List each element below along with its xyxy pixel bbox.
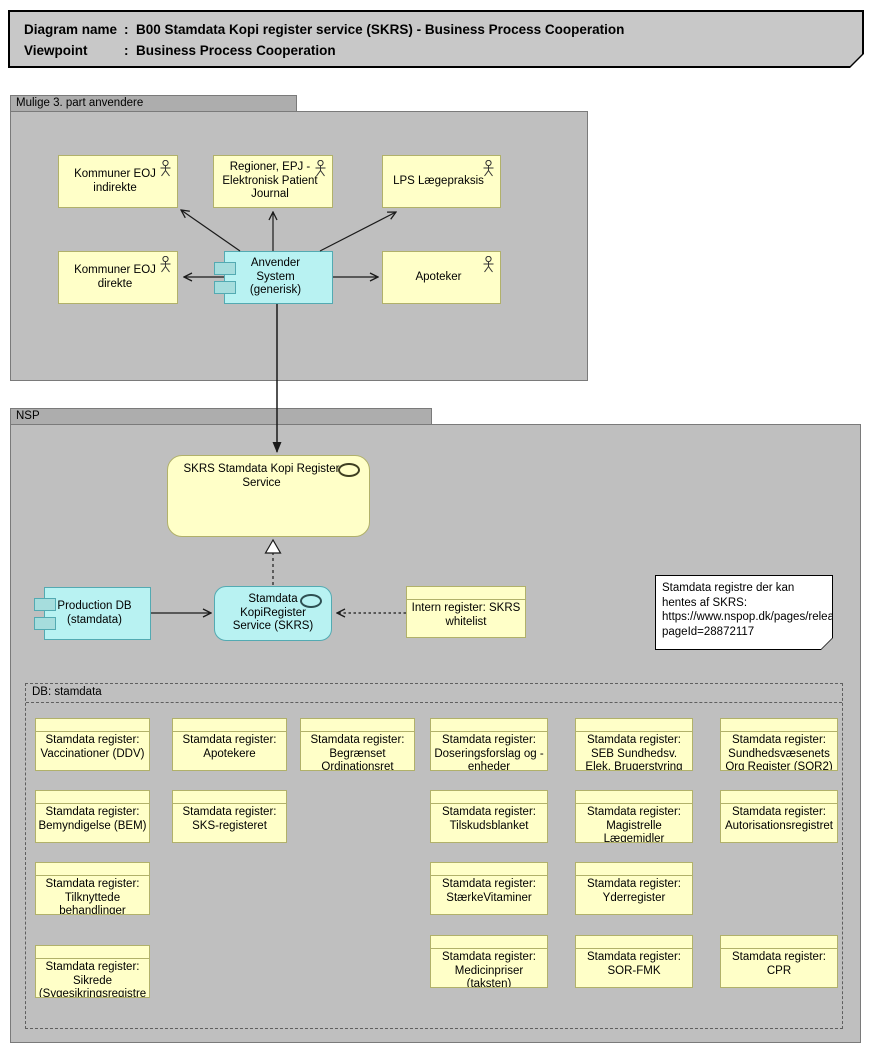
service-icon xyxy=(300,594,322,608)
component-icon xyxy=(214,262,236,275)
register-doseringsforslag: Stamdata register: Doseringsforslag og -… xyxy=(430,718,548,771)
register-label: Stamdata register: Autorisationsregistre… xyxy=(724,806,834,832)
register-sor-fmk: Stamdata register: SOR-FMK xyxy=(575,935,693,988)
node-kommuner-eoj-direkte: Kommuner EOJ direkte xyxy=(58,251,178,304)
node-apoteker: Apoteker xyxy=(382,251,501,304)
register-label: Stamdata register: Sikrede (Sygesikrings… xyxy=(38,961,147,998)
register-seb: Stamdata register: SEB Sundhedsv. Elek. … xyxy=(575,718,693,771)
register-sikrede: Stamdata register: Sikrede (Sygesikrings… xyxy=(35,945,150,998)
register-label: Stamdata register: Begrænset Ordinations… xyxy=(310,734,405,771)
group-nsp-label: NSP xyxy=(16,410,40,422)
register-vaccinationer: Stamdata register: Vaccinationer (DDV) xyxy=(35,718,150,771)
register-label: Stamdata register: Apotekere xyxy=(182,734,277,760)
register-medicinpriser: Stamdata register: Medicinpriser (takste… xyxy=(430,935,548,988)
viewpoint-value: Business Process Cooperation xyxy=(136,43,336,58)
diagram-name-value: B00 Stamdata Kopi register service (SKRS… xyxy=(136,22,625,37)
register-autorisationsregistret: Stamdata register: Autorisationsregistre… xyxy=(720,790,838,843)
node-label: Anvender System (generisk) xyxy=(249,257,302,297)
node-intern-register-skrs-whitelist: Intern register: SKRS whitelist xyxy=(406,586,526,638)
actor-icon xyxy=(315,160,326,177)
register-label: Stamdata register: SEB Sundhedsv. Elek. … xyxy=(585,734,683,771)
register-label: Stamdata register: Tilknyttede behandlin… xyxy=(45,878,140,915)
group-third-party-tab: Mulige 3. part anvendere xyxy=(10,95,297,112)
service-icon xyxy=(338,463,360,477)
register-label: Stamdata register: Medicinpriser (takste… xyxy=(442,951,536,988)
node-production-db: Production DB (stamdata) xyxy=(34,587,151,640)
register-label: Stamdata register: Sundhedsvæsenets Org … xyxy=(725,734,833,771)
node-label: Intern register: SKRS whitelist xyxy=(411,602,521,628)
register-label: Stamdata register: CPR xyxy=(732,951,826,977)
node-label: Apoteker xyxy=(415,270,462,283)
component-icon xyxy=(34,617,56,630)
register-label: Stamdata register: Doseringsforslag og -… xyxy=(434,734,544,771)
node-regioner-epj: Regioner, EPJ - Elektronisk Patient Jour… xyxy=(213,155,333,208)
actor-icon xyxy=(160,160,171,177)
group-nsp-tab: NSP xyxy=(10,408,432,425)
register-label: Stamdata register: SKS-registeret xyxy=(182,806,277,832)
register-label: Stamdata register: StærkeVitaminer xyxy=(442,878,536,904)
node-label: LPS Lægepraksis xyxy=(393,174,484,187)
register-magistrelle: Stamdata register: Magistrelle Lægemidle… xyxy=(575,790,693,843)
group-third-party-label: Mulige 3. part anvendere xyxy=(16,97,144,109)
register-label: Stamdata register: SOR-FMK xyxy=(587,951,681,977)
node-label: SKRS Stamdata Kopi Register Service xyxy=(183,463,340,489)
diagram-title-bar: Diagram name : B00 Stamdata Kopi registe… xyxy=(8,10,864,68)
note-background xyxy=(656,576,832,649)
actor-icon xyxy=(160,256,171,273)
register-tilskudsblanket: Stamdata register: Tilskudsblanket xyxy=(430,790,548,843)
register-tilknyttede-behandlinger: Stamdata register: Tilknyttede behandlin… xyxy=(35,862,150,915)
node-anvender-system: Anvender System (generisk) xyxy=(214,251,333,304)
register-label: Stamdata register: Vaccinationer (DDV) xyxy=(40,734,145,760)
node-lps-laegepraksis: LPS Lægepraksis xyxy=(382,155,501,208)
register-cpr: Stamdata register: CPR xyxy=(720,935,838,988)
diagram-name-colon: : xyxy=(124,22,129,37)
diagram-name-row: Diagram name : B00 Stamdata Kopi registe… xyxy=(24,19,862,40)
node-label: Stamdata KopiRegister Service (SKRS) xyxy=(232,593,314,632)
actor-icon xyxy=(483,160,494,177)
node-kommuner-eoj-indirekte: Kommuner EOJ indirekte xyxy=(58,155,178,208)
note-stamdata-registre: Stamdata registre der kan hentes af SKRS… xyxy=(655,575,833,650)
register-label: Stamdata register: Bemyndigelse (BEM) xyxy=(38,806,147,832)
register-sks: Stamdata register: SKS-registeret xyxy=(172,790,287,843)
node-label: Regioner, EPJ - Elektronisk Patient Jour… xyxy=(222,161,318,201)
register-apotekere: Stamdata register: Apotekere xyxy=(172,718,287,771)
note-text: Stamdata registre der kan hentes af SKRS… xyxy=(662,582,832,638)
viewpoint-row: Viewpoint : Business Process Cooperation xyxy=(24,40,862,61)
group-db-stamdata-header: DB: stamdata xyxy=(26,684,842,703)
actor-icon xyxy=(483,256,494,273)
register-sor2: Stamdata register: Sundhedsvæsenets Org … xyxy=(720,718,838,771)
component-icon xyxy=(34,598,56,611)
node-label: Production DB (stamdata) xyxy=(57,600,132,626)
register-label: Stamdata register: Yderregister xyxy=(587,878,681,904)
viewpoint-label: Viewpoint xyxy=(24,43,88,58)
register-bemyndigelse: Stamdata register: Bemyndigelse (BEM) xyxy=(35,790,150,843)
register-label: Stamdata register: Tilskudsblanket xyxy=(442,806,536,832)
title-bar-content: Diagram name : B00 Stamdata Kopi registe… xyxy=(10,12,862,66)
node-skrs-stamdata-kopi-register-service: SKRS Stamdata Kopi Register Service xyxy=(167,455,370,537)
title-bar-background xyxy=(10,12,862,66)
register-staerkevitaminer: Stamdata register: StærkeVitaminer xyxy=(430,862,548,915)
viewpoint-colon: : xyxy=(124,43,129,58)
diagram-name-label: Diagram name xyxy=(24,22,118,37)
register-label: Stamdata register: Magistrelle Lægemidle… xyxy=(587,806,681,843)
register-begraenset-ordinationsret: Stamdata register: Begrænset Ordinations… xyxy=(300,718,415,771)
group-db-stamdata-label: DB: stamdata xyxy=(32,686,102,698)
node-label: Kommuner EOJ direkte xyxy=(74,264,156,290)
register-yderregister: Stamdata register: Yderregister xyxy=(575,862,693,915)
node-label: Kommuner EOJ indirekte xyxy=(74,168,156,194)
component-icon xyxy=(214,281,236,294)
group-db-stamdata: DB: stamdata xyxy=(25,683,843,1029)
group-third-party-body xyxy=(10,111,588,381)
node-stamdata-kopiregister-service: Stamdata KopiRegister Service (SKRS) xyxy=(214,586,332,641)
